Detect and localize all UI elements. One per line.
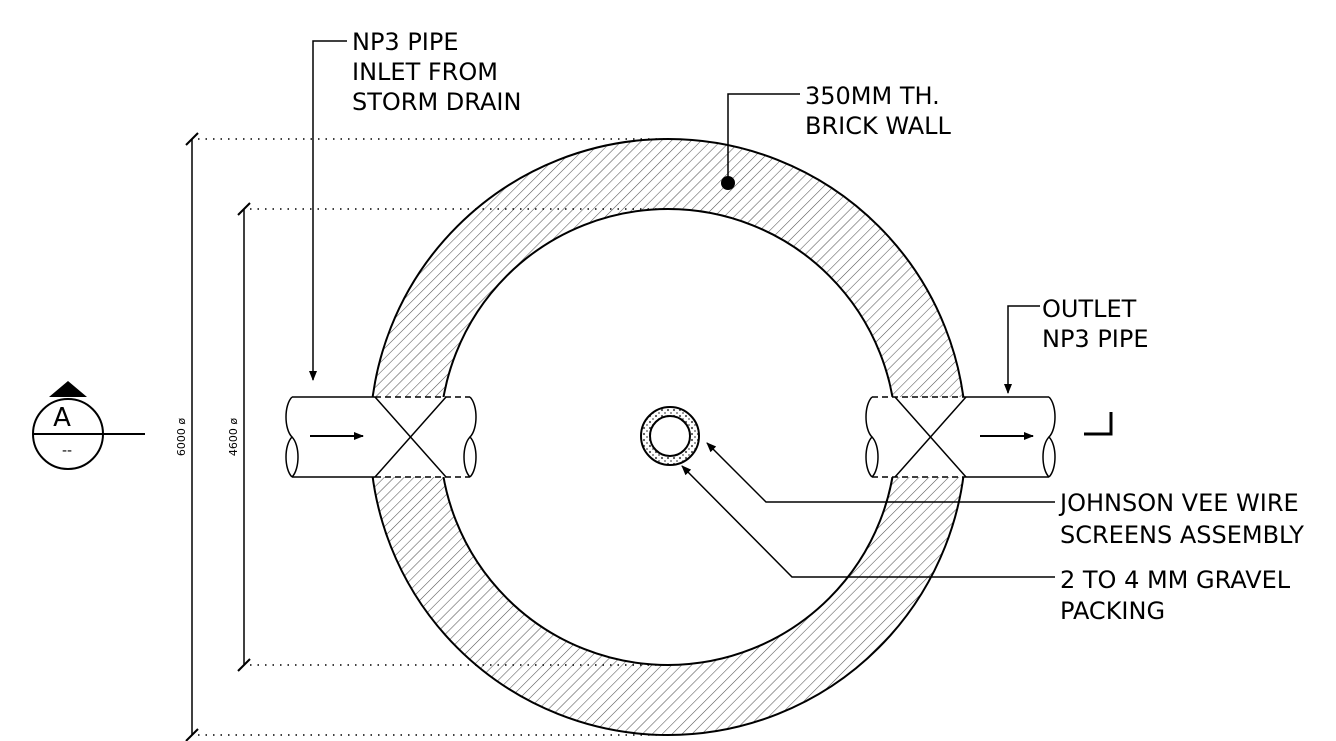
- outer-diameter-label: 6000 ø: [175, 418, 188, 456]
- outlet-label: OUTLET NP3 PIPE: [1042, 295, 1149, 353]
- gravel-label: 2 TO 4 MM GRAVEL PACKING: [1060, 566, 1291, 625]
- wall-label: 350MM TH. BRICK WALL: [805, 82, 952, 140]
- svg-text:SCREENS ASSEMBLY: SCREENS ASSEMBLY: [1060, 521, 1304, 549]
- svg-text:BRICK WALL: BRICK WALL: [805, 112, 952, 140]
- wall-leader-dot: [721, 176, 735, 190]
- inner-diameter-label: 4600 ø: [227, 418, 240, 456]
- wall-leader: [727, 93, 800, 183]
- svg-text:2 TO 4 MM GRAVEL: 2 TO 4 MM GRAVEL: [1060, 566, 1291, 594]
- svg-text:NP3 PIPE: NP3 PIPE: [352, 28, 459, 56]
- section-cut-mark: [1084, 412, 1113, 436]
- outlet-leader: [1004, 305, 1040, 394]
- dimension-outer: 6000 ø: [175, 132, 668, 741]
- section-letter: A: [53, 403, 71, 433]
- inlet-label: NP3 PIPE INLET FROM STORM DRAIN: [352, 28, 521, 116]
- svg-text:STORM DRAIN: STORM DRAIN: [352, 88, 521, 116]
- gravel-leader: [681, 465, 1055, 578]
- screens-leader: [706, 442, 1055, 503]
- inlet-pipe: [285, 396, 477, 478]
- svg-text:INLET FROM: INLET FROM: [352, 58, 498, 86]
- screen-assembly: [640, 406, 700, 466]
- section-sheet: --: [62, 443, 72, 459]
- brick-wall-ring: [369, 137, 967, 737]
- outlet-pipe: [865, 396, 1056, 478]
- svg-text:OUTLET: OUTLET: [1042, 295, 1137, 323]
- svg-text:PACKING: PACKING: [1060, 597, 1165, 625]
- inlet-leader: [309, 40, 347, 381]
- dimension-inner: 4600 ø: [227, 202, 668, 672]
- section-marker: A --: [32, 381, 145, 470]
- screens-label: JOHNSON VEE WIRE SCREENS ASSEMBLY: [1058, 489, 1304, 549]
- svg-text:JOHNSON VEE WIRE: JOHNSON VEE WIRE: [1058, 489, 1299, 517]
- svg-text:NP3 PIPE: NP3 PIPE: [1042, 325, 1149, 353]
- svg-text:350MM TH.: 350MM TH.: [805, 82, 940, 110]
